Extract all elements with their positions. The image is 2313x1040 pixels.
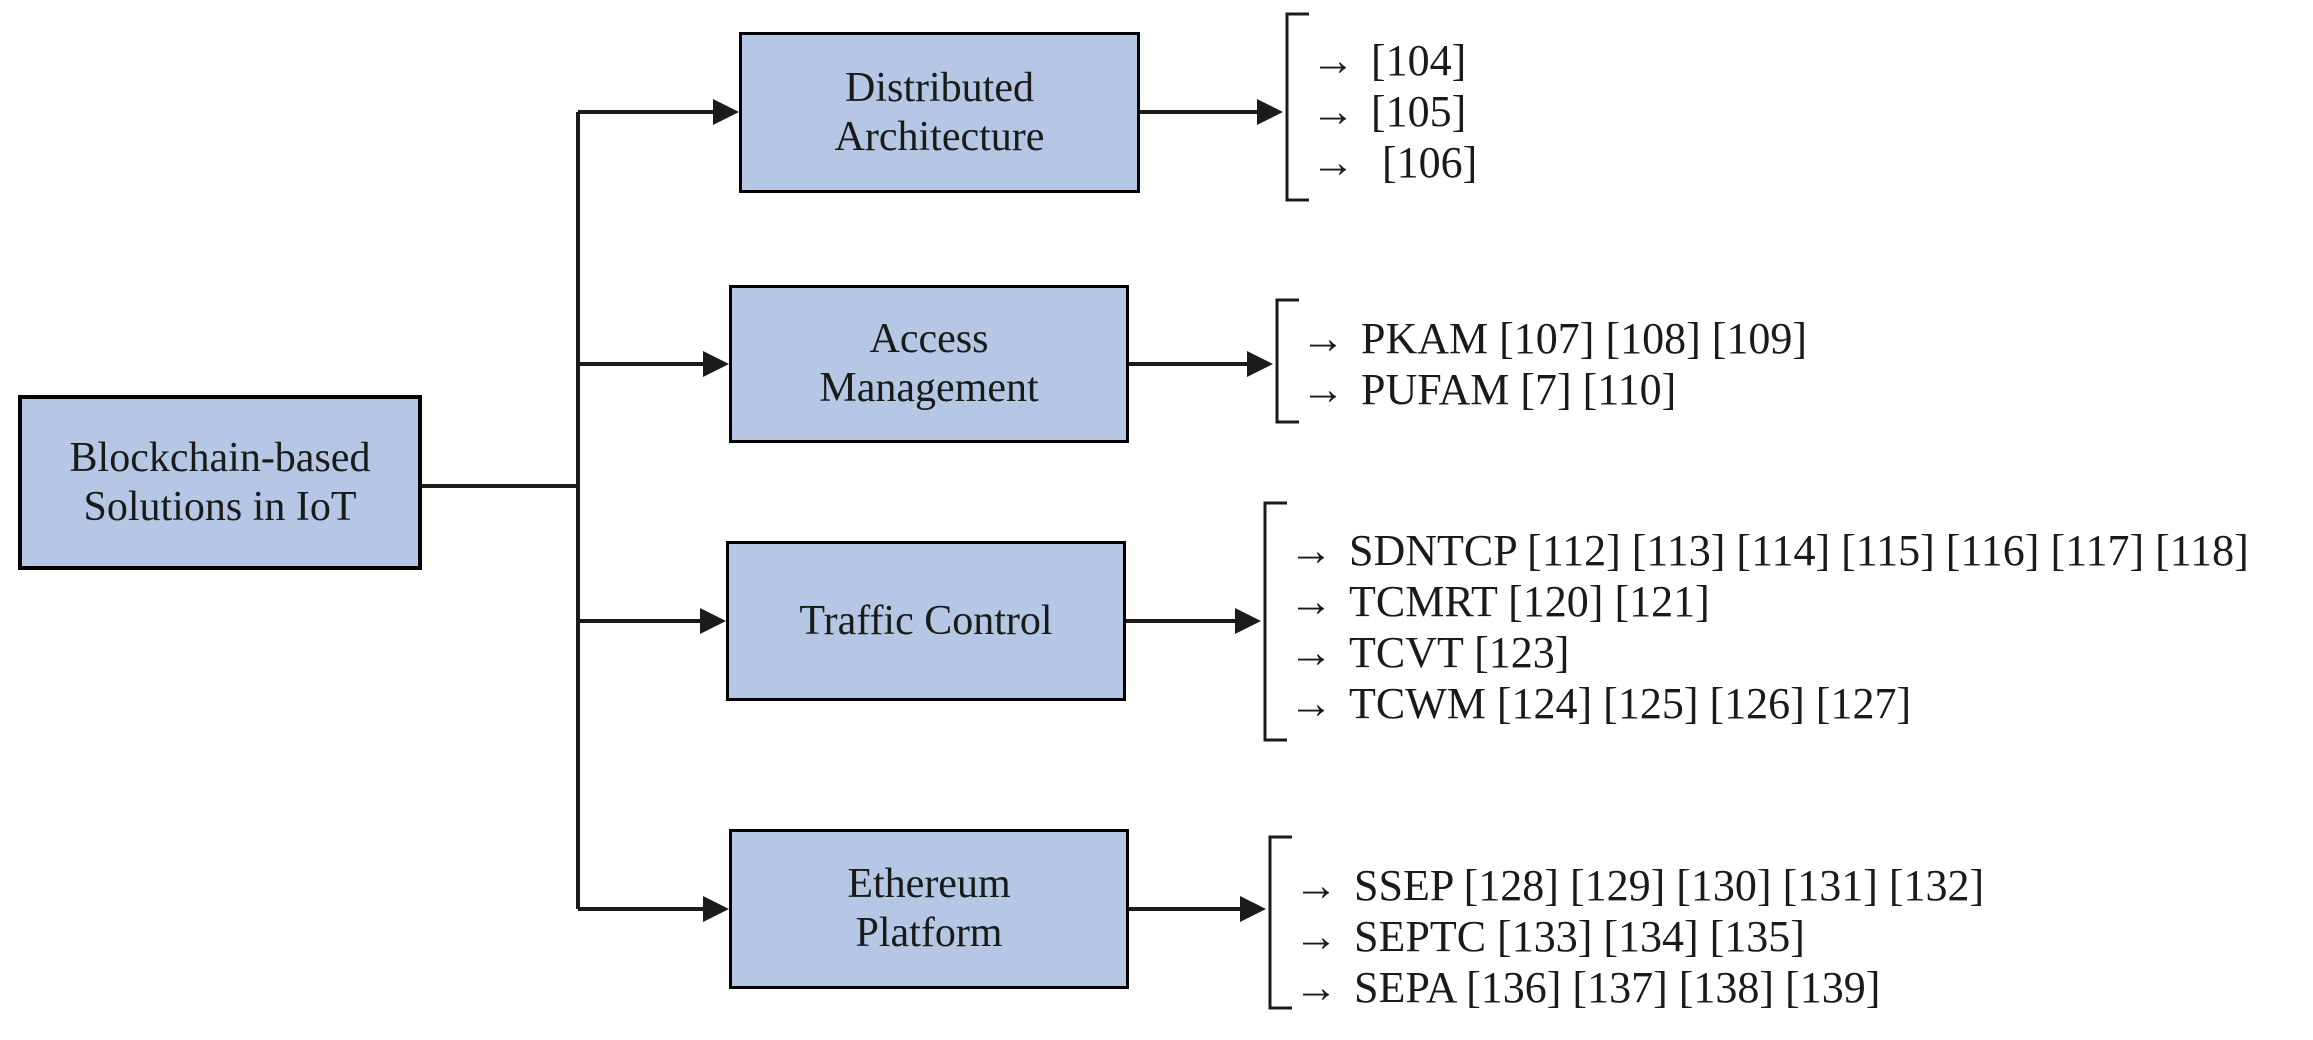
arrowhead-icon-into-distributed-architecture: [713, 99, 739, 125]
arrow-bullet-icon: →: [1294, 861, 1338, 910]
arrow-bullet-icon: →: [1301, 365, 1345, 414]
ref-citation: PKAM [107] [108] [109]: [1361, 314, 1808, 363]
arrow-bullet-icon: →: [1294, 912, 1338, 961]
arrowhead-icon-into-access-management: [703, 351, 729, 377]
arrow-bullet-icon: →: [1301, 314, 1345, 363]
ref-list-traffic-control: → SDNTCP [112] [113] [114] [115] [116] […: [1289, 525, 2249, 729]
arrow-bullet-icon: →: [1311, 138, 1355, 187]
ref-citation: [106]: [1371, 138, 1478, 187]
ref-item: → [105]: [1311, 86, 1477, 137]
ref-item: → SEPTC [133] [134] [135]: [1294, 911, 1984, 962]
ref-citation: PUFAM [7] [110]: [1361, 365, 1677, 414]
arrowhead-icon-to-refs-traffic-control: [1235, 608, 1261, 634]
ref-item: → SSEP [128] [129] [130] [131] [132]: [1294, 860, 1984, 911]
ref-citation: [105]: [1371, 87, 1467, 136]
node-ethereum-platform: Ethereum Platform: [729, 829, 1129, 989]
arrowhead-icon-to-refs-ethereum-platform: [1240, 896, 1266, 922]
ref-list-ethereum-platform: → SSEP [128] [129] [130] [131] [132] → S…: [1294, 860, 1984, 1013]
arrow-bullet-icon: →: [1289, 628, 1333, 677]
category-label: Access Management: [819, 316, 1039, 411]
ref-item: → [106]: [1311, 137, 1477, 188]
category-label: Ethereum Platform: [847, 861, 1011, 956]
arrow-bullet-icon: →: [1289, 679, 1333, 728]
bracket-icon-ethereum-platform: [1268, 835, 1292, 1010]
arrow-bullet-icon: →: [1311, 36, 1355, 85]
ref-citation: TCMRT [120] [121]: [1349, 577, 1710, 626]
ref-citation: SEPTC [133] [134] [135]: [1354, 912, 1805, 961]
ref-item: → PUFAM [7] [110]: [1301, 364, 1807, 415]
ref-citation: SEPA [136] [137] [138] [139]: [1354, 963, 1881, 1012]
root-node-label: Blockchain-based Solutions in IoT: [69, 434, 371, 530]
arrowhead-icon-into-ethereum-platform: [703, 896, 729, 922]
arrow-bullet-icon: →: [1294, 963, 1338, 1012]
ref-citation: SSEP [128] [129] [130] [131] [132]: [1354, 861, 1985, 910]
node-blockchain-solutions-root: Blockchain-based Solutions in IoT: [18, 395, 422, 570]
node-distributed-architecture: Distributed Architecture: [739, 32, 1140, 193]
category-label: Traffic Control: [799, 597, 1053, 644]
bracket-icon-access-management: [1275, 298, 1299, 424]
ref-citation: TCWM [124] [125] [126] [127]: [1349, 679, 1912, 728]
ref-citation: [104]: [1371, 36, 1467, 85]
arrow-bullet-icon: →: [1289, 577, 1333, 626]
ref-list-distributed-architecture: → [104] → [105] → [106]: [1311, 35, 1477, 188]
arrowhead-icon-into-traffic-control: [700, 608, 726, 634]
node-access-management: Access Management: [729, 285, 1129, 443]
ref-item: → TCVT [123]: [1289, 627, 2249, 678]
ref-item: → TCMRT [120] [121]: [1289, 576, 2249, 627]
bracket-icon-distributed-architecture: [1285, 12, 1309, 202]
ref-citation: SDNTCP [112] [113] [114] [115] [116] [11…: [1349, 526, 2249, 575]
ref-item: → PKAM [107] [108] [109]: [1301, 313, 1807, 364]
ref-item: → [104]: [1311, 35, 1477, 86]
ref-citation: TCVT [123]: [1349, 628, 1570, 677]
arrow-bullet-icon: →: [1289, 526, 1333, 575]
bracket-icon-traffic-control: [1263, 501, 1287, 742]
ref-item: → SEPA [136] [137] [138] [139]: [1294, 962, 1984, 1013]
arrow-bullet-icon: →: [1311, 87, 1355, 136]
node-traffic-control: Traffic Control: [726, 541, 1126, 701]
category-label: Distributed Architecture: [834, 64, 1045, 160]
ref-list-access-management: → PKAM [107] [108] [109] → PUFAM [7] [11…: [1301, 313, 1807, 415]
arrowhead-icon-to-refs-distributed-architecture: [1257, 99, 1283, 125]
ref-item: → TCWM [124] [125] [126] [127]: [1289, 678, 2249, 729]
arrowhead-icon-to-refs-access-management: [1247, 351, 1273, 377]
ref-item: → SDNTCP [112] [113] [114] [115] [116] […: [1289, 525, 2249, 576]
